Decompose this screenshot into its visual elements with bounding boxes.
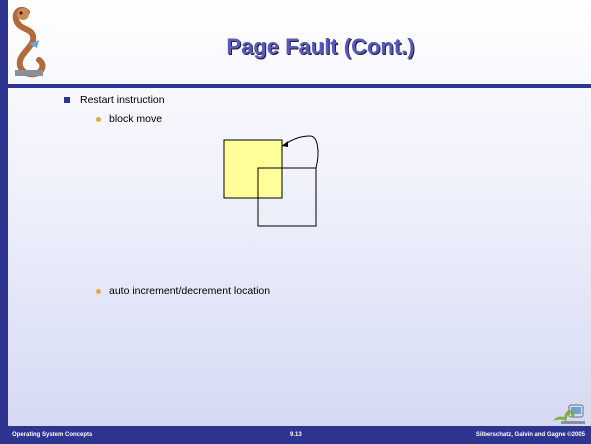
- source-block: [223, 139, 283, 199]
- footer-course-title: Operating System Concepts: [12, 432, 93, 438]
- bullet-text: Restart instruction: [80, 94, 165, 106]
- square-bullet-icon: [64, 97, 70, 103]
- block-move-diagram: [223, 135, 319, 227]
- footer-copyright: Silberschatz, Galvin and Gagne ©2005: [475, 432, 585, 438]
- destination-block: [257, 167, 317, 227]
- move-arrow: [281, 135, 319, 169]
- sub-bullet-text: block move: [109, 113, 163, 125]
- footer-bar: Operating System Concepts 9.13 Silbersch…: [0, 426, 591, 444]
- dot-bullet-icon: [96, 288, 101, 294]
- sub-bullet-block-move: block move: [96, 113, 162, 125]
- sub-bullet-auto-increment: auto increment/decrement location: [96, 285, 270, 297]
- dinosaur-computer-icon: [553, 404, 585, 424]
- sub-bullet-text: auto increment/decrement location: [109, 285, 271, 297]
- arrow-head-icon: [282, 141, 288, 147]
- slide-title: Page Fault (Cont.): [226, 34, 415, 59]
- footer-slide-number: 9.13: [290, 432, 302, 438]
- dot-bullet-icon: [96, 116, 101, 122]
- dinosaur-logo-icon: [12, 6, 46, 78]
- left-accent-bar: [0, 0, 8, 444]
- bullet-restart-instruction: Restart instruction: [64, 94, 165, 106]
- title-divider: [0, 84, 591, 88]
- title-area: Page Fault (Cont.): [50, 8, 591, 80]
